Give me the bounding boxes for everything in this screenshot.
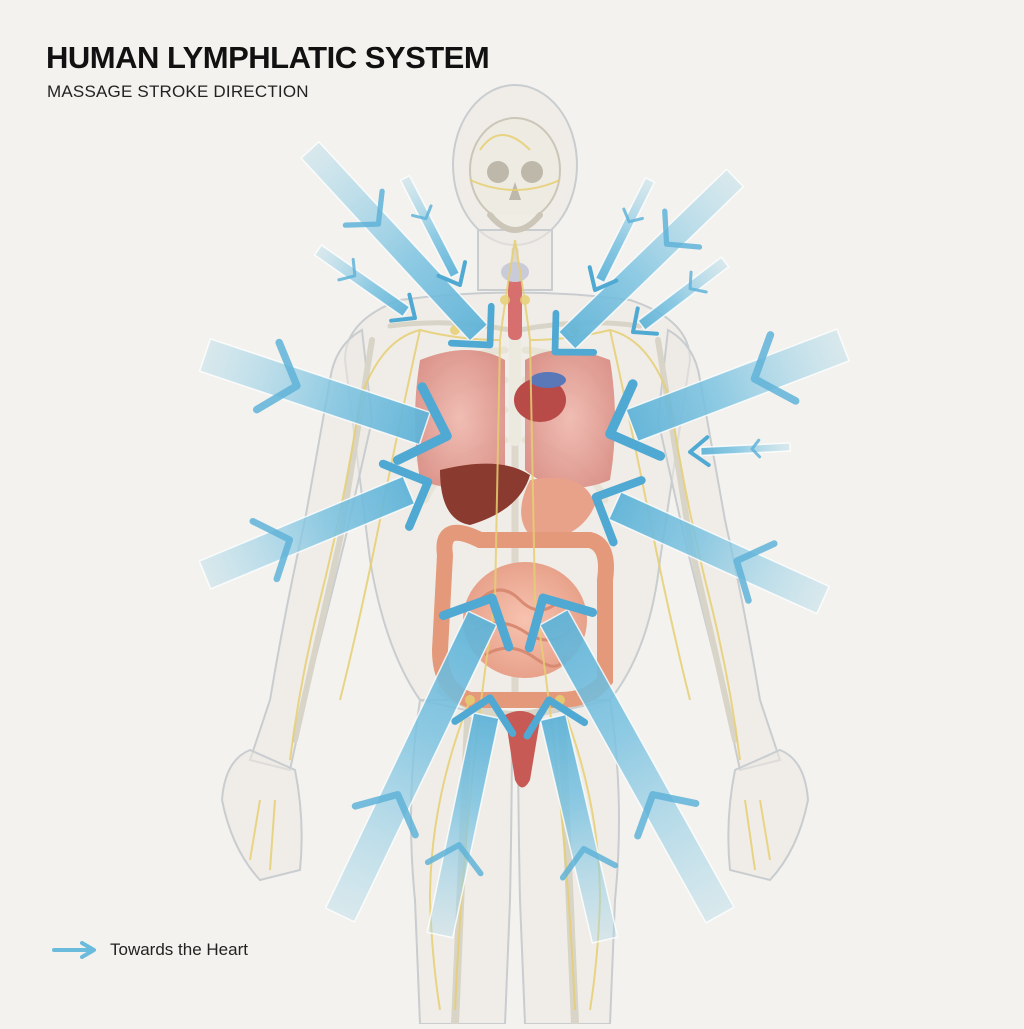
arrow-upper-left-1-head bbox=[447, 302, 495, 349]
trachea bbox=[508, 275, 522, 340]
arrow-leg-left-inner bbox=[424, 694, 517, 939]
arrow-upper-right-2-feather bbox=[622, 207, 644, 224]
arrow-chest-right bbox=[605, 328, 851, 461]
arrow-chest-left-head bbox=[392, 382, 452, 465]
arrow-upper-right-1 bbox=[551, 168, 745, 356]
arrow-leg-right-outer-shaft bbox=[538, 608, 735, 924]
arrow-chest-left-shaft bbox=[198, 337, 432, 446]
heart bbox=[514, 378, 566, 422]
arrow-abdomen-left-feather bbox=[249, 517, 294, 583]
arrow-upper-left-3-head bbox=[389, 292, 418, 323]
arrow-right-arm-head bbox=[687, 435, 711, 467]
arrow-upper-right-1-shaft bbox=[557, 168, 745, 351]
page-title: HUMAN LYMPHLATIC SYSTEM bbox=[46, 40, 490, 75]
arrow-upper-right-3-shaft bbox=[636, 256, 730, 332]
arrow-upper-left-2 bbox=[399, 174, 468, 288]
arrow-chest-right-feather bbox=[750, 331, 800, 405]
stomach bbox=[521, 477, 595, 540]
arrow-chest-left bbox=[198, 337, 452, 465]
arrow-leg-right-inner bbox=[523, 696, 619, 944]
arrow-upper-right-1-feather bbox=[662, 208, 703, 250]
arrow-upper-right-3 bbox=[630, 256, 730, 336]
arrow-chest-left-feather bbox=[252, 338, 301, 414]
arrow-leg-right-inner-feather bbox=[559, 845, 619, 881]
arrow-leg-left-outer bbox=[324, 593, 514, 923]
arrow-upper-right-3-head bbox=[630, 306, 659, 336]
arrow-leg-left-outer-shaft bbox=[324, 609, 498, 923]
arrow-leg-left-inner-feather bbox=[424, 842, 484, 877]
arrow-upper-left-2-shaft bbox=[399, 174, 461, 279]
arrow-leg-left-inner-shaft bbox=[426, 711, 500, 939]
arrow-abdomen-left bbox=[198, 459, 433, 590]
left-lung bbox=[415, 350, 505, 488]
arrow-abdomen-right-shaft bbox=[607, 490, 831, 615]
arrow-chest-right-shaft bbox=[624, 328, 851, 443]
arrow-upper-right-2 bbox=[587, 176, 656, 293]
arrow-right-icon bbox=[52, 941, 96, 959]
arrow-upper-right-1-head bbox=[551, 309, 598, 356]
page-subtitle: MASSAGE STROKE DIRECTION bbox=[47, 82, 309, 101]
arrow-right-arm bbox=[687, 435, 791, 467]
arrow-abdomen-right bbox=[591, 476, 831, 615]
arrow-abdomen-left-shaft bbox=[198, 475, 416, 590]
arrow-upper-left-2-head bbox=[436, 260, 468, 288]
liver bbox=[440, 463, 530, 525]
arrow-abdomen-left-head bbox=[378, 459, 433, 531]
massage-arrows bbox=[198, 140, 851, 944]
arrow-leg-right-inner-shaft bbox=[539, 713, 619, 944]
legend: Towards the Heart bbox=[52, 940, 248, 960]
arrow-chest-right-head bbox=[605, 379, 666, 461]
arrow-upper-left-3-feather bbox=[337, 257, 357, 282]
arrow-upper-left-3-shaft bbox=[313, 244, 411, 318]
arrow-upper-right-3-feather bbox=[688, 270, 708, 294]
arrow-abdomen-right-head bbox=[591, 476, 646, 547]
arrow-upper-left-1 bbox=[300, 140, 495, 349]
arrow-leg-right-outer bbox=[524, 593, 735, 924]
arrow-upper-left-1-shaft bbox=[300, 140, 489, 343]
arrow-upper-left-1-feather bbox=[342, 188, 385, 228]
arrow-leg-left-outer-feather bbox=[351, 791, 419, 839]
legend-label: Towards the Heart bbox=[110, 940, 248, 959]
arrow-upper-right-2-head bbox=[587, 265, 619, 293]
arrow-upper-left-2-feather bbox=[411, 204, 433, 221]
arrow-leg-right-inner-head bbox=[523, 696, 589, 740]
arrow-leg-right-outer-feather bbox=[634, 791, 700, 840]
arrow-abdomen-right-feather bbox=[733, 540, 778, 604]
arrow-leg-left-inner-head bbox=[451, 694, 517, 737]
arrow-upper-right-2-shaft bbox=[594, 176, 656, 284]
arrow-right-arm-shaft bbox=[699, 442, 791, 457]
arrow-upper-left-3 bbox=[313, 244, 418, 323]
arrow-leg-left-outer-head bbox=[438, 593, 514, 652]
arrow-leg-right-outer-head bbox=[524, 593, 598, 653]
arrow-right-arm-feather bbox=[750, 438, 762, 459]
